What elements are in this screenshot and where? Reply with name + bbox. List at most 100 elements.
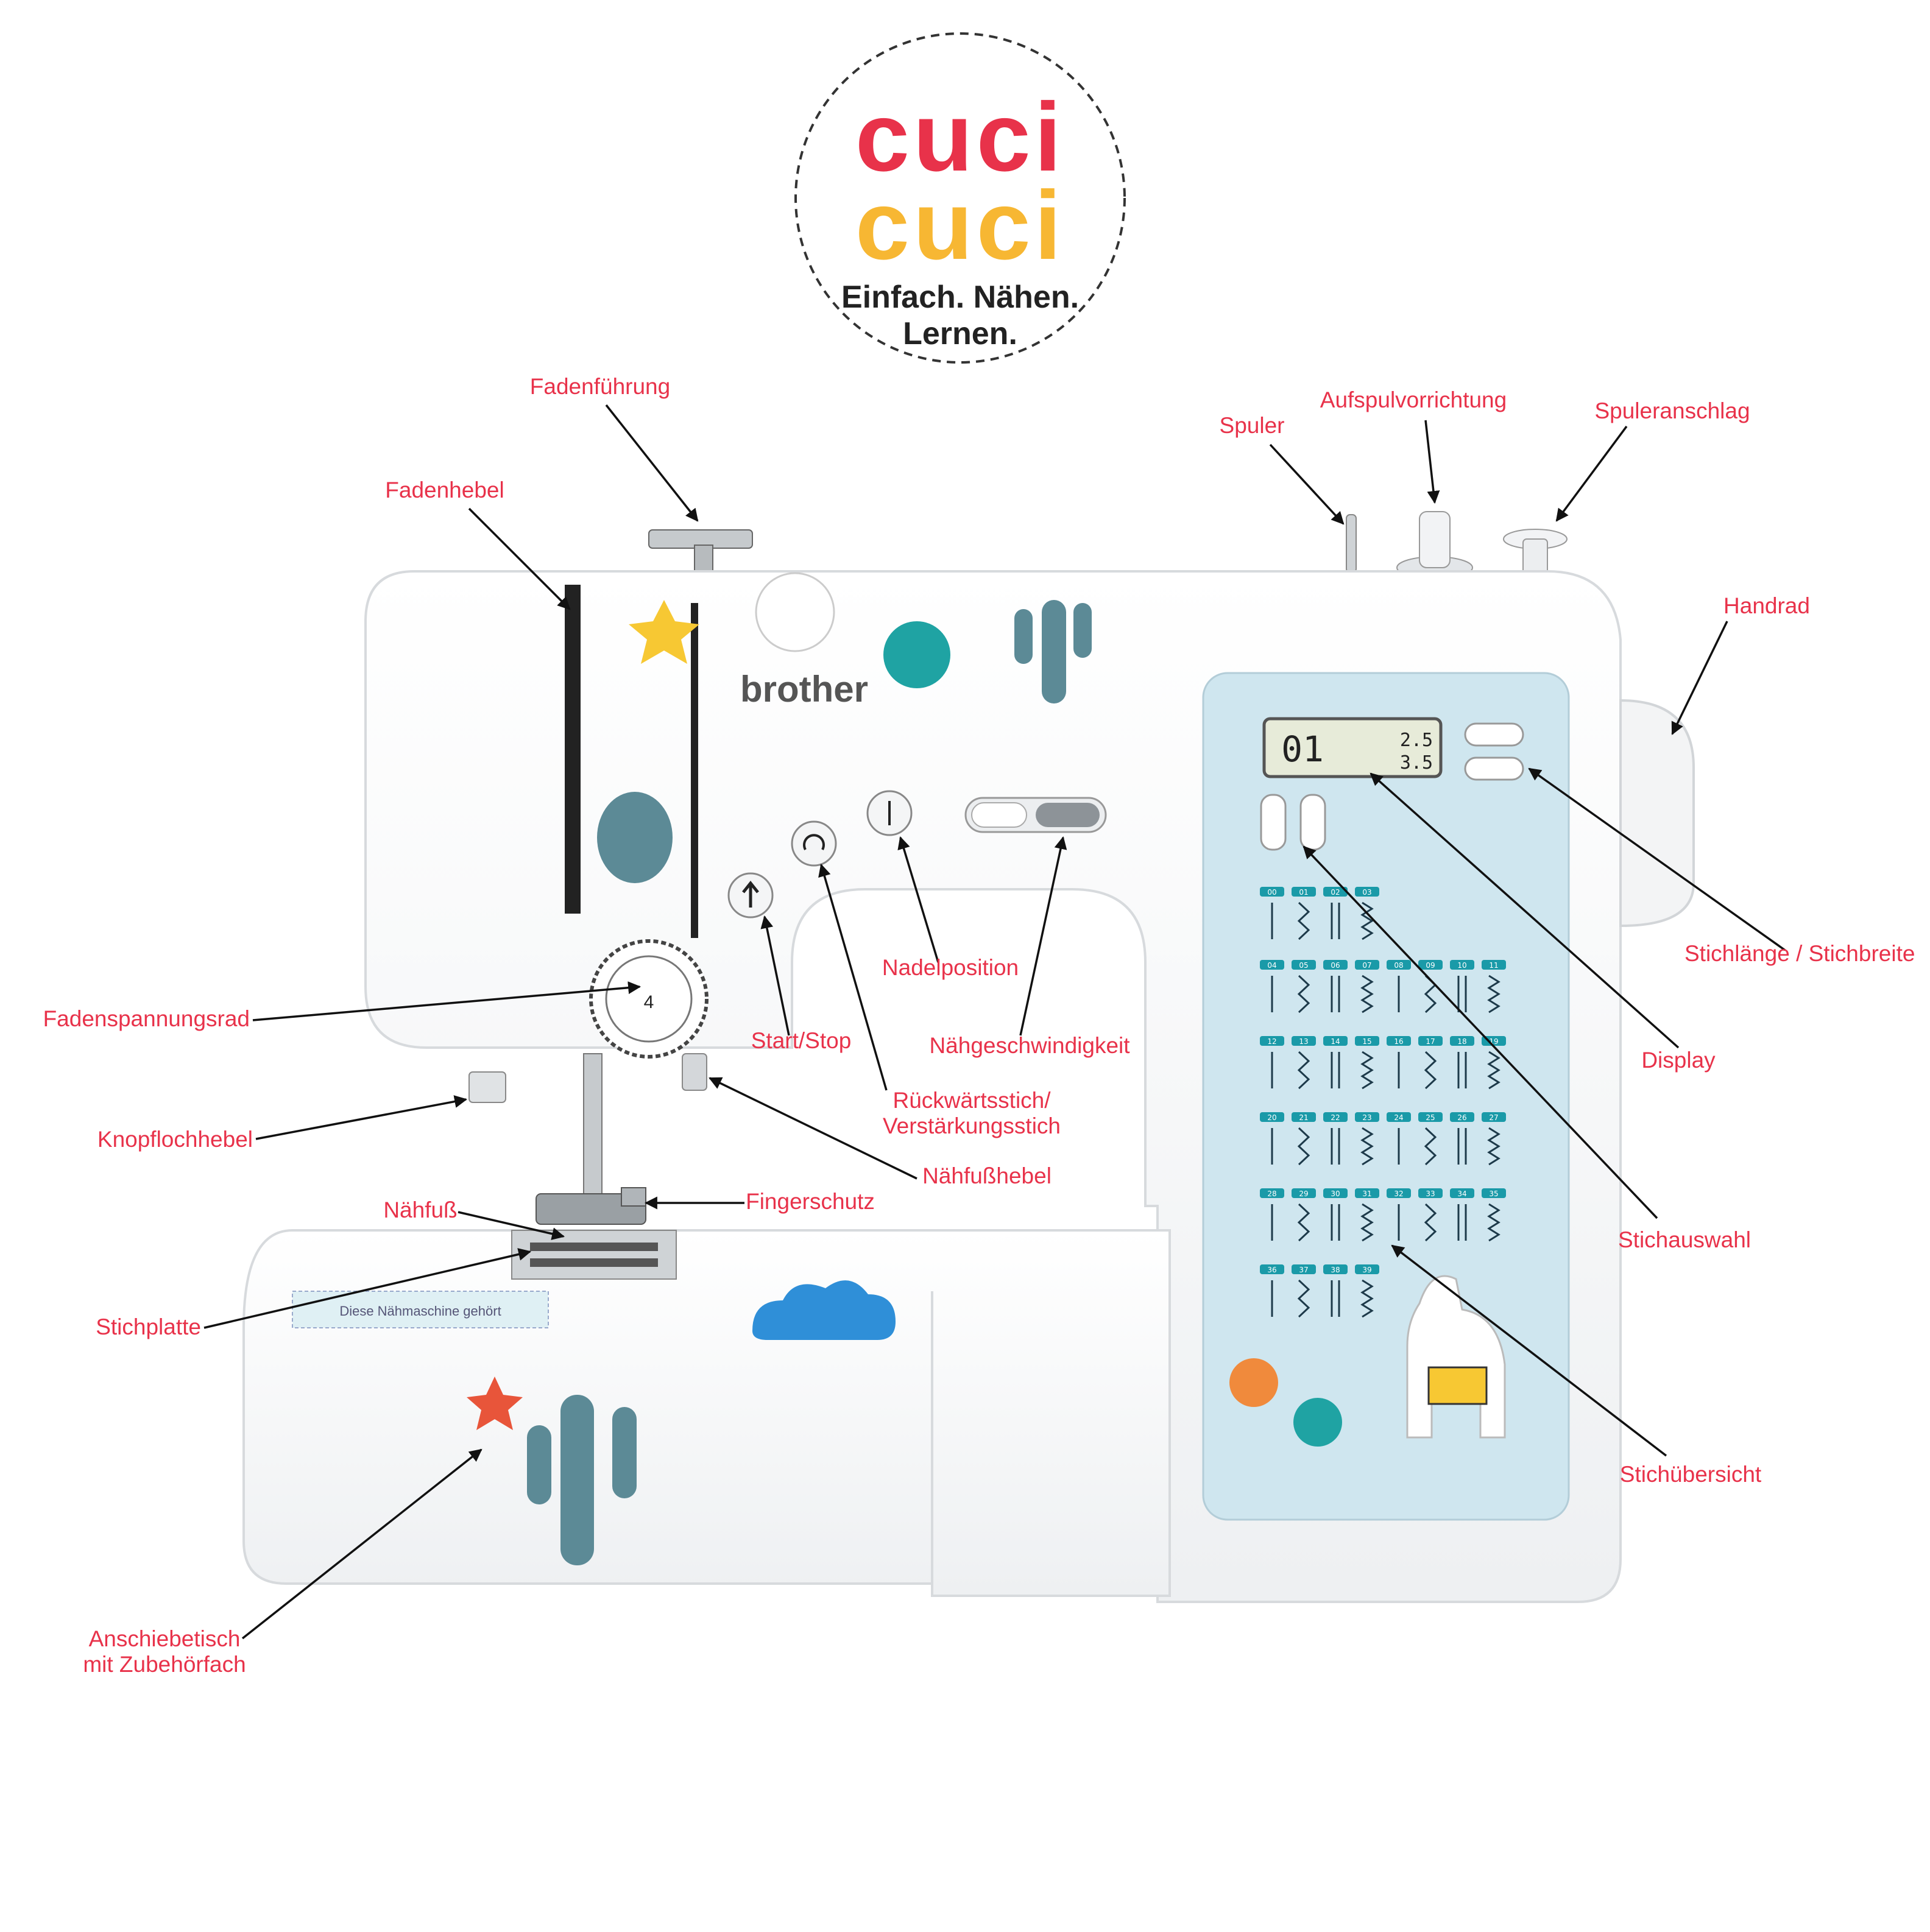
lcd-display: 01 2.5 3.5 (1262, 717, 1443, 778)
logo-word-top: cuci (855, 82, 1065, 191)
stitch-number: 31 (1362, 1190, 1371, 1198)
stitch-glyph (1360, 901, 1374, 940)
cactus-top-sticker-icon (1014, 600, 1092, 703)
stitch-number: 01 (1299, 888, 1308, 897)
fingerschutz-part (621, 1187, 646, 1207)
stitch-tab (1260, 1188, 1284, 1198)
stitch-tab (1292, 1036, 1316, 1046)
stitch-tab (1418, 960, 1443, 970)
stitch-tab (1482, 1188, 1506, 1198)
display-length: 2.5 (1400, 730, 1433, 751)
stitch-tab (1260, 1036, 1284, 1046)
knopflochhebel-part (468, 1071, 506, 1103)
stitch-number: 25 (1426, 1113, 1435, 1122)
aufspul-spindle (1419, 511, 1451, 568)
arrow-fadenfuehrung (605, 404, 699, 522)
display-width: 3.5 (1400, 752, 1433, 774)
cuci-logo: cuci cuci Einfach. Nähen. Lernen. (794, 32, 1126, 364)
stitch-glyph (1297, 975, 1310, 1014)
arrow-start-stop (760, 915, 790, 1036)
stitch-tab (1387, 1188, 1411, 1198)
stitch-number: 06 (1331, 961, 1340, 970)
stitch-glyph (1487, 1051, 1501, 1090)
stitch-number: 23 (1362, 1113, 1371, 1122)
stitch-glyph (1457, 1128, 1467, 1165)
stitch-tab (1387, 1036, 1411, 1046)
stitch-number: 17 (1426, 1037, 1435, 1046)
stitch-number: 29 (1299, 1190, 1308, 1198)
flower-sticker-icon (883, 621, 950, 688)
stitch-number: 33 (1426, 1190, 1435, 1198)
stitch-tab (1355, 1036, 1379, 1046)
stitch-number: 35 (1489, 1190, 1498, 1198)
stitch-number: 22 (1331, 1113, 1340, 1122)
stitch-number: 26 (1457, 1113, 1466, 1122)
stitch-number: 28 (1267, 1190, 1276, 1198)
stitch-tab (1292, 1264, 1316, 1274)
naehfusshebel-part (682, 1053, 707, 1091)
stitch-number: 08 (1394, 961, 1403, 970)
stitch-number: 00 (1267, 888, 1276, 897)
nameplate-text: Diese Nähmaschine gehört (339, 1303, 501, 1319)
stitch-glyph (1297, 1051, 1310, 1090)
stichplatte-part (511, 1230, 677, 1280)
label-spuler: Spuler (1219, 413, 1285, 438)
stitch-glyph (1331, 1204, 1340, 1241)
stitch-number: 32 (1394, 1190, 1403, 1198)
red-star-sticker-icon (467, 1377, 523, 1430)
stitch-tab (1418, 1188, 1443, 1198)
logo-tagline-2: Lernen. (903, 316, 1017, 351)
stitch-tab (1292, 1112, 1316, 1122)
nadelposition-button[interactable] (866, 790, 913, 836)
stitch-number: 18 (1457, 1037, 1466, 1046)
stitch-glyph (1457, 1204, 1467, 1241)
stitch-glyph (1360, 1279, 1374, 1318)
stitch-tab (1260, 960, 1284, 970)
stitch-number: 36 (1267, 1266, 1276, 1274)
stitch-glyph (1360, 1051, 1374, 1090)
stitch-number: 04 (1267, 961, 1276, 970)
stitch-number: 14 (1331, 1037, 1340, 1046)
start-stop-button[interactable] (727, 872, 774, 918)
stitch-tab (1418, 1036, 1443, 1046)
stitch-tab (1323, 1264, 1348, 1274)
label-aufspulvorrichtung: Aufspulvorrichtung (1320, 387, 1507, 412)
stitch-tab (1355, 1188, 1379, 1198)
logo-tagline-1: Einfach. Nähen. (841, 280, 1079, 315)
stitch-tab (1323, 1112, 1348, 1122)
label-stichauswahl: Stichauswahl (1617, 1227, 1751, 1252)
arrow-knopflochhebel (255, 1095, 468, 1140)
cactus-round-sticker-icon (597, 792, 673, 883)
arrow-naehfusshebel (709, 1077, 917, 1180)
arrow-stichplatte (203, 1248, 532, 1329)
arrow-rueckwaerts (818, 863, 888, 1091)
stitch-number: 24 (1394, 1113, 1403, 1122)
stitch-number: 10 (1457, 961, 1466, 970)
stitch-glyph (1331, 1128, 1340, 1165)
fadenspannungsrad-dial: 4 (589, 939, 709, 1059)
stitch-number: 34 (1457, 1190, 1466, 1198)
stitch-tab (1323, 1036, 1348, 1046)
stitch-tab (1260, 1264, 1284, 1274)
label-start-stop: Start/Stop (751, 1028, 852, 1053)
cactus-sticker-icon (527, 1395, 637, 1565)
rueckwaertsstich-button[interactable] (791, 820, 837, 867)
arrow-stichlaenge (1528, 767, 1786, 951)
label-fadenfuehrung: Fadenführung (529, 374, 671, 399)
stitch-glyph (1487, 1203, 1501, 1242)
label-nadelposition: Nadelposition (882, 955, 1019, 980)
sewing-machine: Diese Nähmaschine gehört 4 brother (242, 511, 1695, 1603)
stichlaenge-buttons[interactable] (1464, 722, 1524, 781)
speed-slider[interactable] (964, 797, 1107, 833)
stitch-number: 15 (1362, 1037, 1371, 1046)
stitch-number: 30 (1331, 1190, 1340, 1198)
label-stichuebersicht: Stichübersicht (1619, 1462, 1762, 1487)
label-display: Display (1641, 1048, 1716, 1073)
arrow-spuleranschlag (1555, 425, 1628, 522)
flower-sticker-3-icon (1293, 1398, 1342, 1447)
label-rueckwaertsstich-line1: Rückwärtsstich/ (893, 1088, 1051, 1113)
stitch-tab (1260, 887, 1284, 897)
flower-sticker-2-icon (1229, 1358, 1278, 1407)
